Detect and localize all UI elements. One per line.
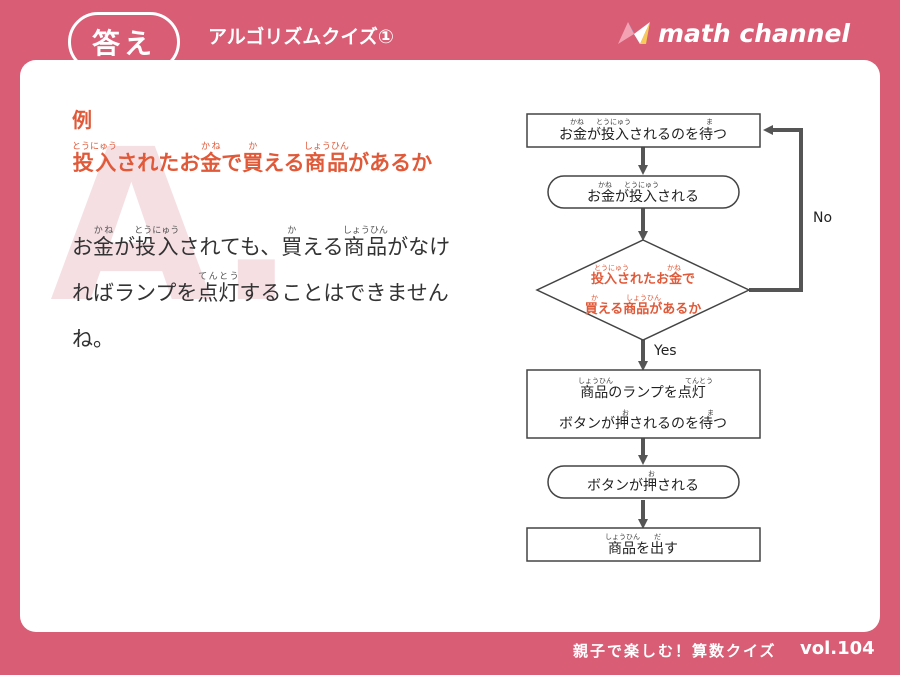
rt-kane-3: かね (667, 264, 681, 272)
flow-step-lamp-on (526, 369, 761, 439)
rt-ma-5: ま (707, 409, 714, 417)
flow-step3-line2: ボタンが押されるのを待つ (559, 416, 727, 432)
flow-step-wait-money (526, 113, 761, 148)
flow-step-dispense (526, 527, 761, 562)
flow-yes-label: Yes (653, 343, 677, 359)
rt-shouhin-5: しょうひん (578, 377, 613, 385)
rt-ma-1: ま (706, 118, 713, 126)
footer-tagline: 親子で楽しむ！算数クイズ (573, 642, 777, 660)
brand-logo: math channel (616, 16, 850, 50)
flow-arrows (638, 125, 803, 529)
rt-shouhin-4: しょうひん (626, 294, 661, 302)
rt-ka-4: か (591, 294, 598, 302)
flow-step2-label: お金が投入される (587, 189, 699, 205)
flow-step-button-pressed (547, 465, 740, 499)
rt-tounyuu-3: とうにゅう (594, 264, 629, 272)
answer-watermark: A. (50, 104, 297, 349)
rt-kane-2: かね (598, 181, 612, 189)
flow-step5-label: 商品を出す (608, 541, 678, 557)
answer-explanation: お金かねが投入とうにゅうされても、買かえる商品しょうひんがなければランプを点灯て… (72, 226, 451, 351)
rt-kane-1: かね (570, 118, 584, 126)
rt-da-7: だ (654, 533, 661, 541)
flow-step3-line1: 商品のランプを点灯 (580, 385, 706, 401)
quiz-title: アルゴリズムクイズ① (208, 26, 394, 48)
rt-shouhin-7: しょうひん (605, 533, 640, 541)
rt-o-6: お (648, 470, 655, 478)
rt-tentou-5: てんとう (685, 377, 713, 385)
rt-tounyuu-1: とうにゅう (596, 118, 631, 126)
flow-decision-line2: 買える商品があるか (585, 301, 702, 317)
brand-name: math channel (658, 18, 850, 48)
footer-volume: vol.104 (800, 638, 875, 659)
flow-no-label: No (813, 210, 832, 226)
math-channel-logo-icon (618, 22, 650, 44)
flow-step1-label: お金が投入されるのを待つ (559, 127, 727, 143)
rt-tounyuu-2: とうにゅう (624, 181, 659, 189)
example-heading: 投入とうにゅうされたお金かねで買かえる商品しょうひんがあるか (72, 142, 433, 175)
flow-decision-line1: 投入されたお金で (591, 271, 695, 287)
flow-decision (535, 239, 751, 341)
flow-step-money-inserted (547, 175, 740, 209)
rt-o-5: お (622, 409, 629, 417)
flow-step4-label: ボタンが押される (587, 478, 699, 494)
example-label: 例 (72, 108, 92, 132)
